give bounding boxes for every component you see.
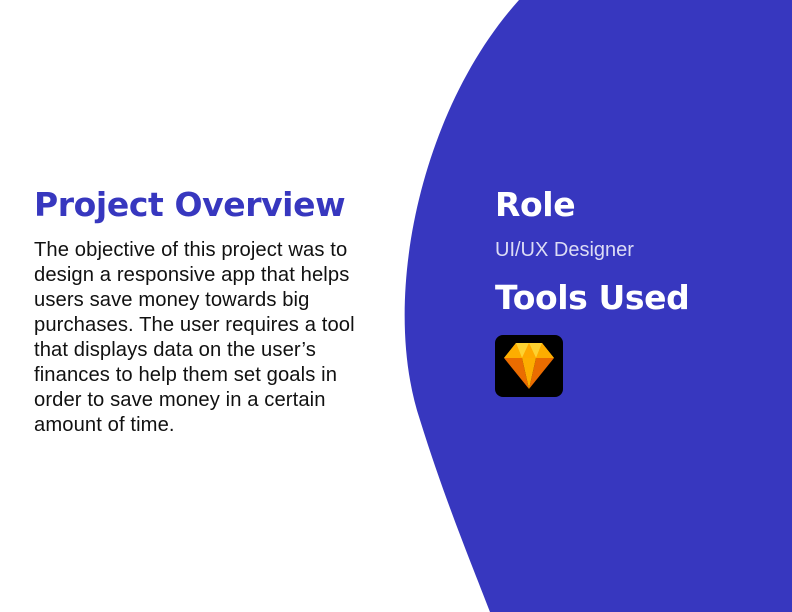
tools-used-heading: Tools Used: [495, 278, 690, 317]
project-overview-body: The objective of this project was to des…: [34, 239, 355, 436]
project-overview-heading: Project Overview: [34, 185, 346, 224]
details-section: Role UI/UX Designer Tools Used: [495, 184, 785, 397]
sketch-app-icon: [495, 335, 563, 397]
role-value: UI/UX Designer: [495, 239, 634, 261]
role-heading: Role: [495, 185, 576, 224]
project-overview-section: Project Overview The objective of this p…: [34, 184, 374, 438]
sketch-diamond-icon: [504, 343, 554, 389]
